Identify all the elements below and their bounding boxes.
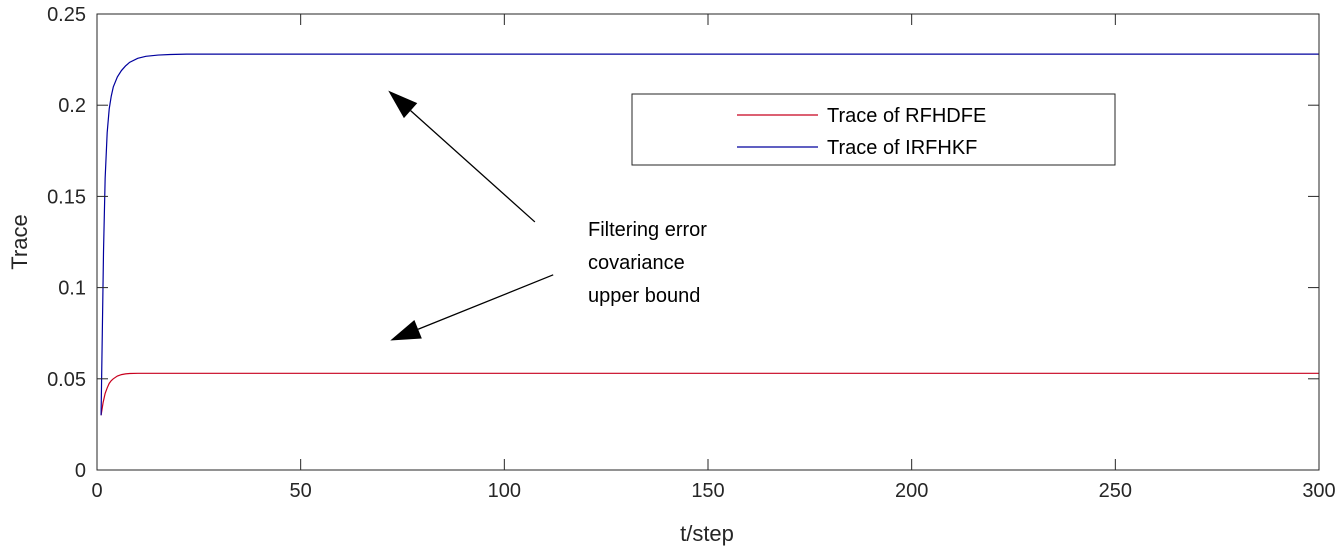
- annotation-line-1: Filtering error: [588, 219, 707, 241]
- x-tick-label: 100: [488, 480, 521, 502]
- annotation-line-2: covariance: [588, 252, 685, 274]
- x-tick-label: 50: [290, 480, 312, 502]
- legend: Trace of RFHDFE Trace of IRFHKF: [631, 93, 1116, 166]
- legend-label-rfhdfe: Trace of RFHDFE: [827, 105, 986, 127]
- annotation: Filtering error covariance upper bound: [388, 90, 707, 341]
- y-tick-label: 0.1: [58, 278, 86, 300]
- y-tick-label: 0.05: [47, 369, 86, 391]
- x-tick-label: 300: [1302, 480, 1335, 502]
- series-line-rfhdfe: [100, 372, 1319, 416]
- x-tick-label: 200: [895, 480, 928, 502]
- ticks-layer: 0 50 100 150 200 250 300 0 0.05 0.1 0.15 0.2 0.25: [47, 4, 1336, 502]
- x-tick-label: 250: [1099, 480, 1132, 502]
- annotation-arrow-shaft-2: [417, 274, 554, 330]
- series-layer: [100, 53, 1319, 416]
- annotation-arrow-shaft-1: [410, 110, 536, 223]
- annotation-line-3: upper bound: [588, 285, 700, 307]
- y-tick-label: 0.15: [47, 186, 86, 208]
- annotation-arrow-head-1: [388, 90, 418, 119]
- series-line-irfhkf: [100, 53, 1319, 416]
- annotation-arrow-head-2: [390, 320, 422, 341]
- y-axis-label: Trace: [7, 214, 32, 269]
- annotation-arrows: [388, 90, 554, 341]
- legend-box: [631, 93, 1116, 166]
- plot-area: [97, 14, 1319, 470]
- legend-label-irfhkf: Trace of IRFHKF: [827, 137, 977, 159]
- x-tick-label: 150: [691, 480, 724, 502]
- x-tick-label: 0: [91, 480, 102, 502]
- x-axis-label: t/step: [680, 521, 734, 546]
- y-tick-label: 0.25: [47, 4, 86, 26]
- y-tick-label: 0: [75, 460, 86, 482]
- y-tick-label: 0.2: [58, 95, 86, 117]
